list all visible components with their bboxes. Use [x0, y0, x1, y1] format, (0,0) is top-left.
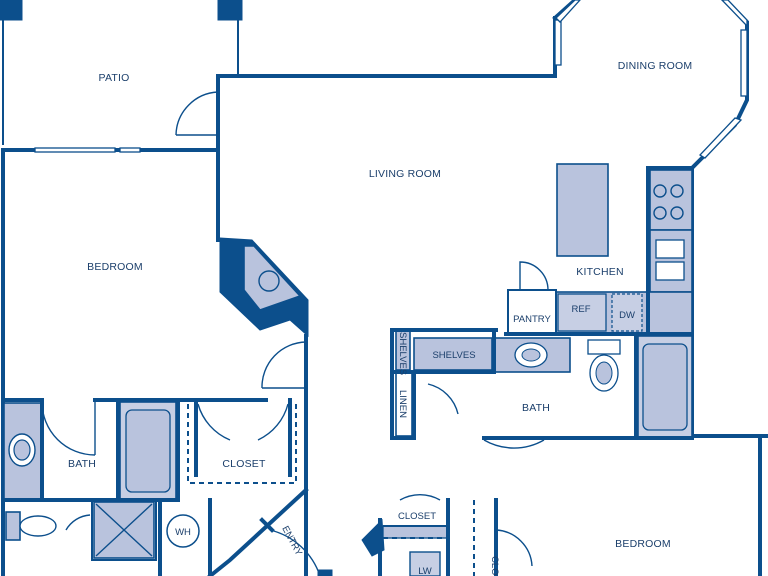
label-bedroom-1: BEDROOM	[87, 261, 143, 273]
bath-2	[390, 328, 694, 449]
patio-door	[175, 91, 219, 136]
label-shelves: SHELVES	[432, 350, 475, 361]
windows	[34, 0, 748, 159]
label-closet-2: CLOSET	[398, 511, 436, 522]
label-closet-3: CLO	[489, 556, 500, 576]
label-living-room: LIVING ROOM	[369, 168, 441, 180]
label-bath-2: BATH	[522, 402, 550, 414]
patio-area	[0, 0, 243, 145]
label-ref: REF	[572, 304, 591, 315]
entry-hall	[207, 487, 333, 576]
label-dw: DW	[619, 310, 635, 321]
label-linen: LINEN	[397, 390, 408, 418]
label-patio: PATIO	[99, 72, 130, 84]
label-bedroom-2: BEDROOM	[615, 538, 671, 550]
label-bath-1: BATH	[68, 458, 96, 470]
closet-1	[187, 398, 308, 492]
bedroom-1-walls	[1, 148, 309, 402]
label-dining-room: DINING ROOM	[618, 60, 693, 72]
bath-1	[1, 398, 212, 576]
label-shelves-tall: SHELVES	[397, 332, 408, 375]
label-entry: ENTRY	[279, 524, 304, 558]
bedroom-1-door	[261, 341, 307, 389]
label-wh: WH	[175, 527, 191, 538]
label-pantry: PANTRY	[513, 314, 551, 325]
label-closet-1: CLOSET	[222, 458, 266, 470]
closet-2-bedroom-2	[361, 434, 762, 576]
label-wd: LW	[418, 566, 432, 576]
kitchen	[504, 163, 694, 336]
label-kitchen: KITCHEN	[576, 266, 624, 278]
